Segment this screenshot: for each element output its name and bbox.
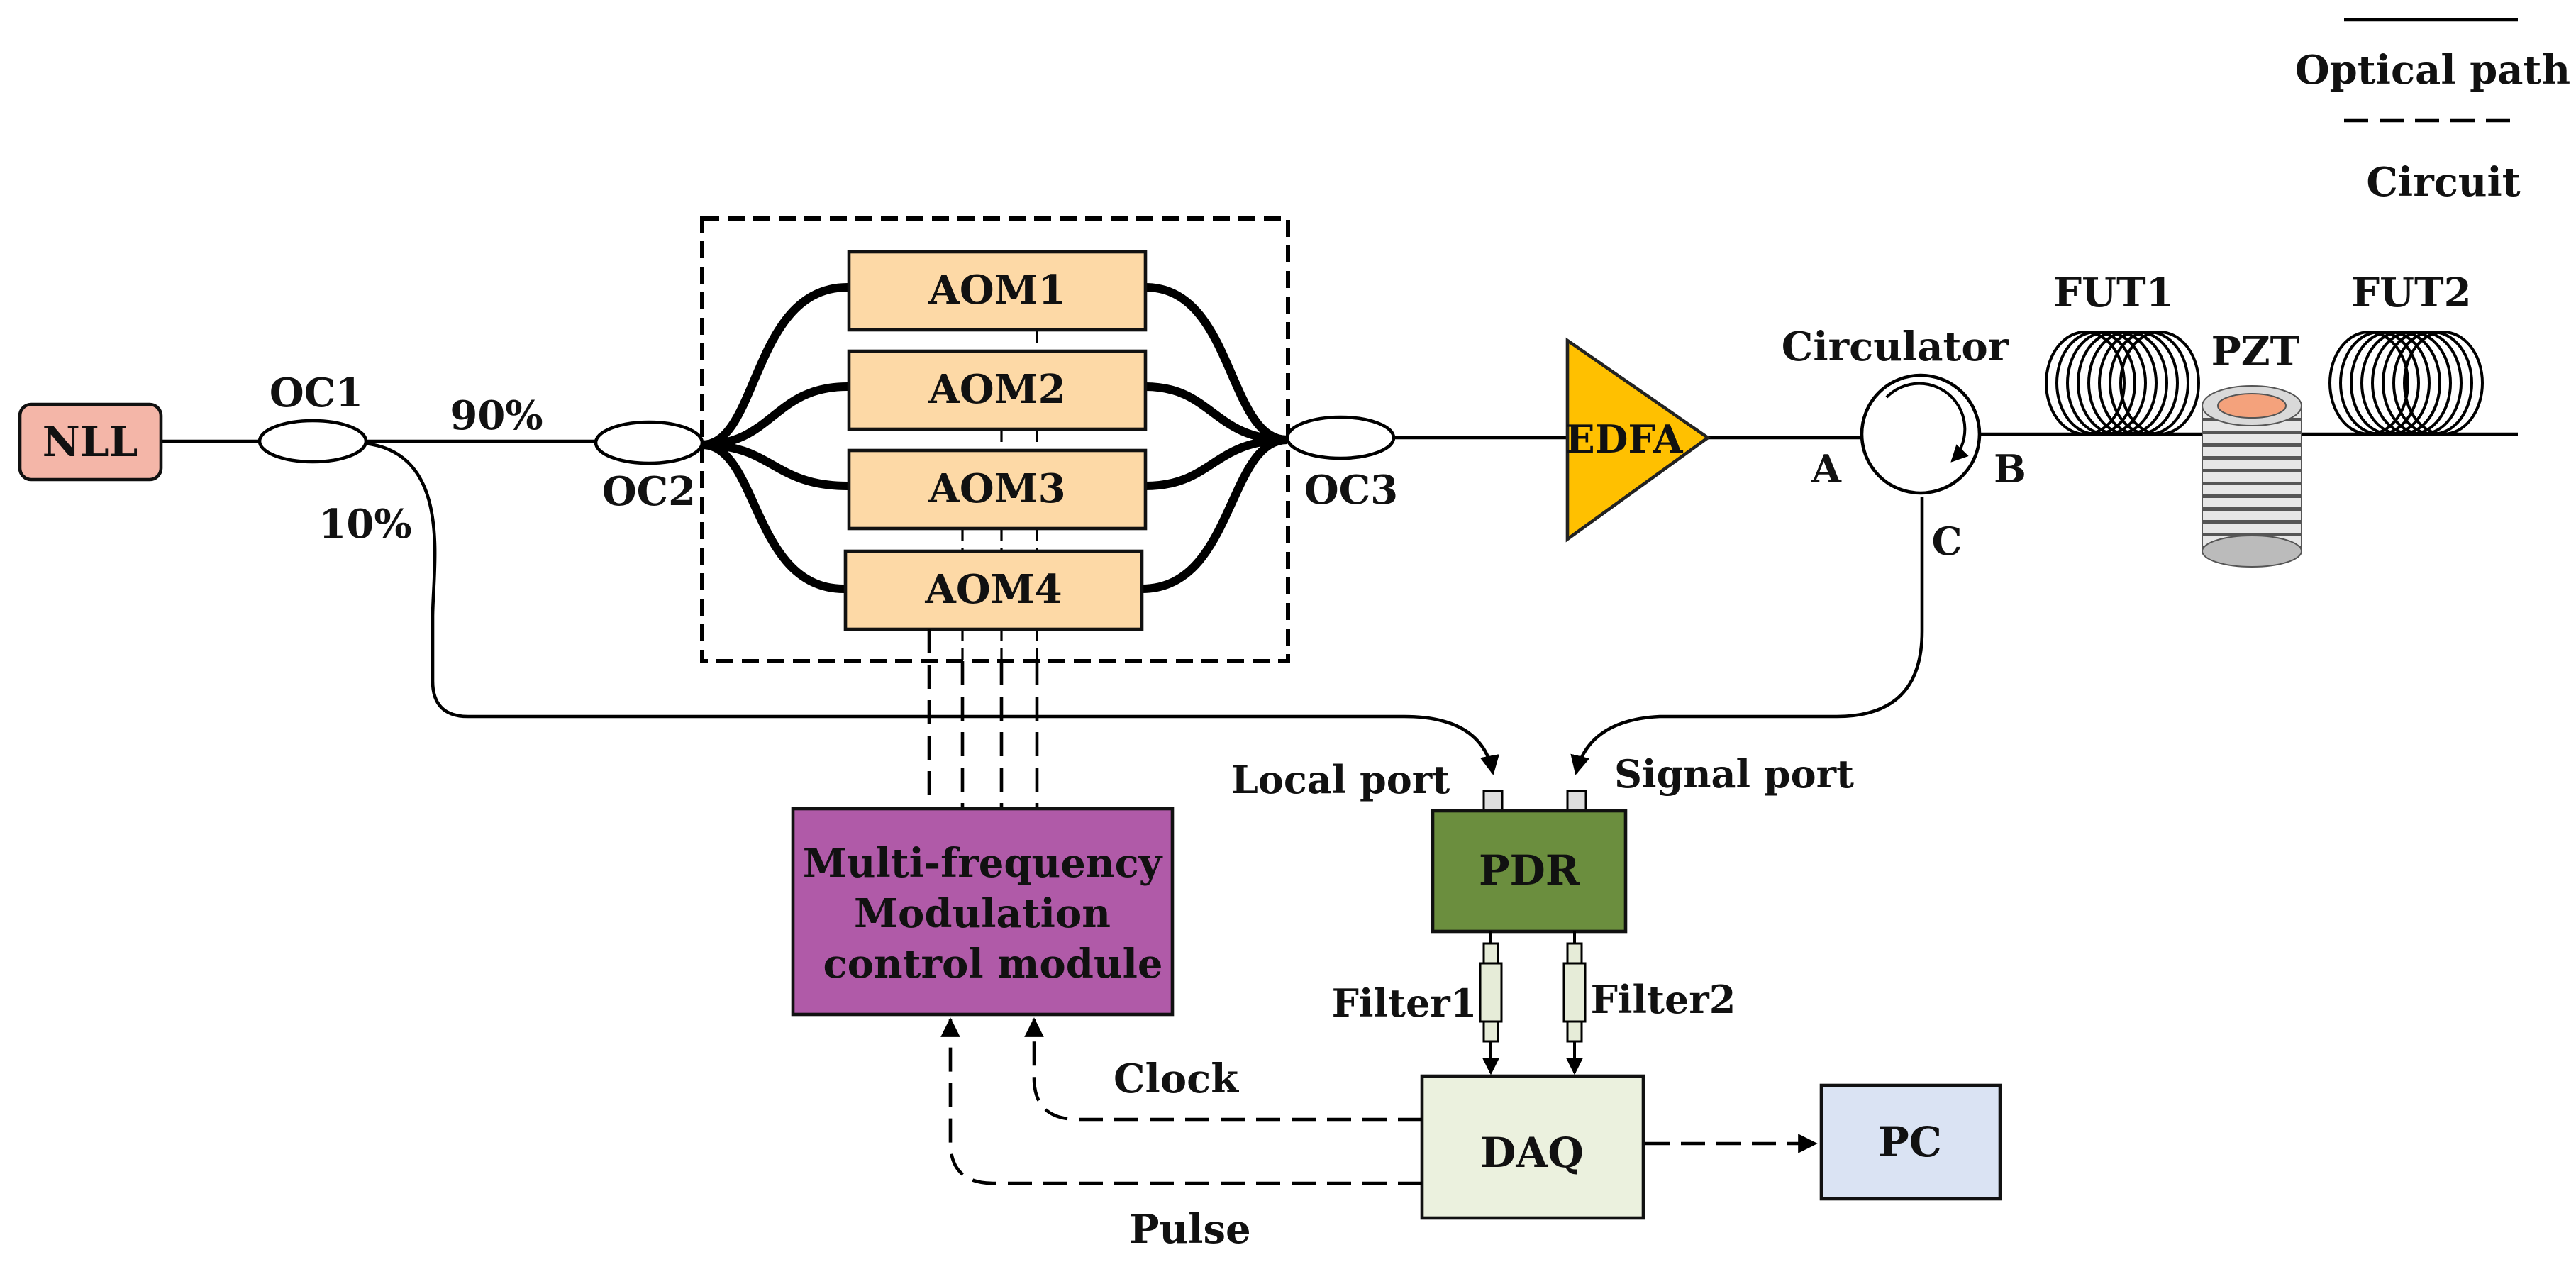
pc: PC [1819,1083,2002,1201]
port-b-label: B [1994,446,2026,492]
pulse-label: Pulse [1129,1206,1250,1253]
pzt-label: PZT [2211,328,2300,375]
aom2-label: AOM2 [928,366,1065,413]
aom1-label: AOM1 [928,267,1065,314]
aom-control-lines [927,629,1039,809]
filter1: Filter1 [1332,931,1503,1075]
split-90-label: 90% [450,392,543,439]
signal-port-label: Signal port [1614,751,1854,797]
nll-laser: NLL [18,402,163,482]
daq-unit: DAQ [1420,1074,1645,1220]
local-port-label: Local port [1231,757,1450,802]
mfm-line2: Modulation [854,890,1111,937]
pzt-stretcher: PZT [2202,328,2302,568]
fut1-label: FUT1 [2053,270,2173,316]
modulation-control-module: Multi-frequency Modulation control modul… [791,807,1175,1017]
clock-label: Clock [1114,1056,1239,1102]
nll-label: NLL [43,418,138,466]
filter2-label: Filter2 [1591,977,1736,1022]
aom1: AOM1 [847,250,1148,332]
oc3-label: OC3 [1304,467,1398,514]
fut1-coil: FUT1 [2045,270,2200,436]
fut2-label: FUT2 [2351,270,2471,316]
port-a-label: A [1811,446,1842,492]
mfm-line3: control module [823,941,1162,987]
aom4-label: AOM4 [924,566,1062,613]
legend-optical-label: Optical path [2295,47,2570,94]
aom3-label: AOM3 [928,465,1065,512]
filter2: Filter2 [1562,931,1736,1075]
split-10-label: 10% [318,501,411,548]
oc3-coupler: OC3 [1285,415,1398,514]
port-c-label: C [1932,519,1962,564]
oc2-label: OC2 [602,468,696,515]
circulator: Circulator A B C [1782,323,2026,564]
legend-circuit-label: Circuit [2366,159,2520,206]
oc1-label: OC1 [270,370,363,416]
pc-label: PC [1878,1118,1942,1166]
oc1-coupler: OC1 [257,370,368,464]
edfa-label: EDFA [1565,416,1683,462]
pdr-detector: PDR Local port Signal port [1231,751,1854,934]
circuit-lines: Clock Pulse [940,1017,1818,1253]
edfa-amplifier: EDFA [1565,337,1711,543]
aom-fiber-branches [699,283,1288,593]
filter1-label: Filter1 [1332,980,1477,1026]
legend: Optical path Circuit [2295,18,2570,206]
mfm-line1: Multi-frequency [803,840,1163,887]
oc2-coupler: OC2 [594,420,704,515]
aom2: AOM2 [847,349,1148,431]
circulator-label: Circulator [1782,323,2010,370]
fut2-coil: FUT2 [2328,270,2484,436]
pdr-label: PDR [1479,846,1580,895]
aom3: AOM3 [847,448,1148,531]
daq-label: DAQ [1480,1129,1584,1177]
aom4: AOM4 [843,549,1144,631]
